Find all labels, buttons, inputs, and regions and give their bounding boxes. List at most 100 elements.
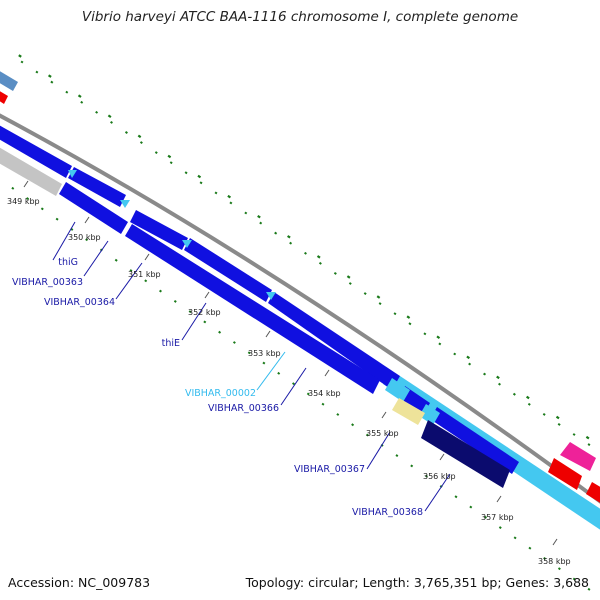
gene-label-vibhar-00366[interactable]: VIBHAR_00366 <box>208 403 279 414</box>
gc-dot <box>512 392 516 396</box>
gene-label-thiG[interactable]: thiG <box>58 257 78 268</box>
gene-label-vibhar-00364[interactable]: VIBHAR_00364 <box>44 297 115 308</box>
gc-dot <box>348 282 352 285</box>
cyan-connector-2 <box>419 404 440 425</box>
light-gray-gene <box>0 147 62 196</box>
cyan-connector-1 <box>385 378 410 402</box>
cyan-tick-2 <box>120 200 130 208</box>
gc-dot <box>232 341 236 344</box>
tick-358: 358 kbp <box>538 538 571 566</box>
gc-dot <box>292 382 295 386</box>
upper-gene-a <box>0 125 72 178</box>
gc-dot <box>114 258 118 262</box>
gc-dot <box>498 526 502 530</box>
cyan-tick-3 <box>182 240 192 248</box>
map-title: Vibrio harveyi ATCC BAA-1116 chromosome … <box>81 9 519 25</box>
gene-label-vibhar-00368[interactable]: VIBHAR_00368 <box>352 507 423 518</box>
gc-dot <box>496 375 500 380</box>
tick-label-354: 354 kbp <box>308 389 341 398</box>
gc-dot <box>333 271 337 275</box>
accession-text: Accession: NC_009783 <box>8 575 151 590</box>
thiG-line <box>52 221 76 261</box>
gc-dot <box>365 433 369 437</box>
vibhar-00368-line <box>424 473 451 512</box>
gc-dot <box>425 474 428 478</box>
gc-dot <box>18 54 22 58</box>
gc-dot <box>218 330 222 334</box>
gc-dot <box>184 171 188 175</box>
gc-dot <box>107 114 112 119</box>
gc-dot <box>483 372 487 376</box>
tick-label-349: 349 kbp <box>7 197 40 206</box>
gc-dot <box>351 423 355 427</box>
vibhar-00002-line <box>256 351 286 391</box>
gc-dot <box>65 90 69 94</box>
gc-dot <box>262 361 266 365</box>
tick-label-358: 358 kbp <box>538 557 571 566</box>
tick-355: 355 kbp <box>366 411 399 438</box>
tick-350: 350 kbp <box>68 216 101 242</box>
gc-dot <box>229 201 233 205</box>
upper-gene-e <box>268 292 400 390</box>
gc-dot <box>26 197 30 201</box>
gc-dot <box>55 217 59 221</box>
gc-dot <box>77 94 82 98</box>
gc-dot <box>336 413 340 416</box>
gc-dot <box>572 433 576 436</box>
gc-dot <box>406 315 411 319</box>
gc-dot <box>498 382 501 386</box>
tick-label-355: 355 kbp <box>366 429 399 438</box>
gc-dot <box>124 131 128 134</box>
gc-dot <box>528 546 532 550</box>
gc-dot <box>95 110 99 114</box>
gc-dot <box>20 60 24 64</box>
tick-357: 357 kbp <box>481 495 514 522</box>
gc-dot <box>527 402 531 406</box>
gc-dot <box>80 100 84 104</box>
gc-dot <box>50 80 54 84</box>
gc-dot <box>346 275 351 279</box>
gc-dot <box>35 70 39 74</box>
gc-dot <box>438 342 442 346</box>
gc-dot <box>129 269 133 273</box>
gc-dot <box>137 134 142 139</box>
gc-dot <box>542 412 546 416</box>
gc-dot <box>557 422 561 426</box>
gc-dot <box>287 235 291 239</box>
tick-label-352: 352 kbp <box>188 308 221 317</box>
gene-label-vibhar-00002[interactable]: VIBHAR_00002 <box>185 388 256 399</box>
gc-dot <box>48 74 52 78</box>
gc-dot <box>188 310 192 314</box>
red-feature-right-a <box>548 458 582 490</box>
gc-dot <box>214 191 218 195</box>
gc-dot <box>144 279 148 283</box>
gc-dot <box>585 435 590 440</box>
gc-dot <box>199 181 203 185</box>
gc-dot <box>11 186 15 190</box>
gc-dot <box>408 322 412 326</box>
gc-dot <box>139 141 143 145</box>
gc-dot <box>277 371 281 375</box>
lower-gene-b <box>125 224 380 394</box>
gc-dot <box>40 207 44 211</box>
gene-label-vibhar-00367[interactable]: VIBHAR_00367 <box>294 464 365 475</box>
gc-dot <box>378 302 382 306</box>
gene-label-vibhar-00363[interactable]: VIBHAR_00363 <box>12 277 83 288</box>
upper-gene-d <box>184 238 272 302</box>
gc-dot <box>572 577 576 581</box>
vibhar-00367-line <box>366 431 391 470</box>
tick-label-353: 353 kbp <box>248 349 281 358</box>
tick-353: 353 kbp <box>248 330 281 358</box>
gc-dot <box>306 392 310 396</box>
gc-dot <box>376 295 381 299</box>
vibhar-00364-line <box>115 262 143 300</box>
tick-label-357: 357 kbp <box>481 513 514 522</box>
upper-gene-c <box>130 210 188 250</box>
gene-label-thiE[interactable]: thiE <box>162 338 180 349</box>
steel-blue-feature <box>0 71 18 91</box>
red-feature-top-left <box>0 91 8 104</box>
gc-dot <box>289 241 293 245</box>
gc-dot <box>197 174 202 179</box>
gc-dot <box>363 292 367 296</box>
magenta-feature <box>560 442 596 471</box>
